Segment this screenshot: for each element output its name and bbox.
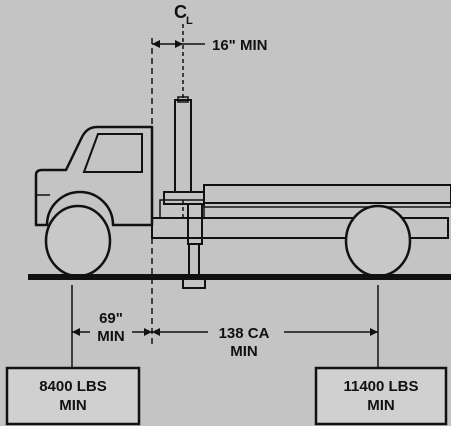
rear-axle-load-line1: 11400 LBS [343,378,418,395]
offset-right-arrow [175,40,183,48]
outrigger-leg [188,243,200,277]
offset-left-arrow [152,40,160,48]
front-wheel [44,204,112,278]
ca-dim-right-arrow [370,328,378,336]
cab-dim-label-line1: 69" [99,310,123,327]
cab-to-axle-dimension: 138 CA MIN [152,318,378,360]
cab-dim-left-arrow [72,328,80,336]
centerline-subscript: L [186,15,193,27]
ground-line [28,274,451,280]
cab-dim-right-arrow [144,328,152,336]
truck-cab [34,125,154,227]
ca-dim-label-bg [208,318,284,358]
rear-wheel [344,204,412,278]
frame-connector [159,199,205,219]
offset-label: 16" MIN [212,37,267,54]
front-axle-load-line2: MIN [59,397,87,414]
flatbed [203,184,451,204]
ca-dim-label-line2: MIN [230,343,258,360]
cab-to-centerline-dimension: 69" MIN [72,308,152,345]
front-axle-load-box: 8400 LBS MIN [5,366,141,426]
rear-axle-box [314,366,448,426]
centerline-symbol: C [174,2,187,22]
offset-dimension: 16" MIN [152,37,267,54]
rear-axle-load-line2: MIN [367,397,395,414]
cab-dim-label-line2: MIN [97,328,125,345]
crane-mast-cap [177,96,189,103]
cab-window [82,133,143,173]
crane-column [163,96,206,289]
rear-axle-load-box: 11400 LBS MIN [314,366,448,426]
ca-dim-left-arrow [152,328,160,336]
ca-dim-label-line1: 138 CA [219,325,270,342]
truck [28,125,451,280]
crane-mast [174,99,192,193]
crane-base [163,191,205,205]
front-axle-load-line1: 8400 LBS [39,378,107,395]
flatbed-edge [203,202,451,208]
front-axle-box [5,366,141,426]
truck-frame-rail [151,217,449,239]
cab-dim-label-bg [90,308,132,344]
